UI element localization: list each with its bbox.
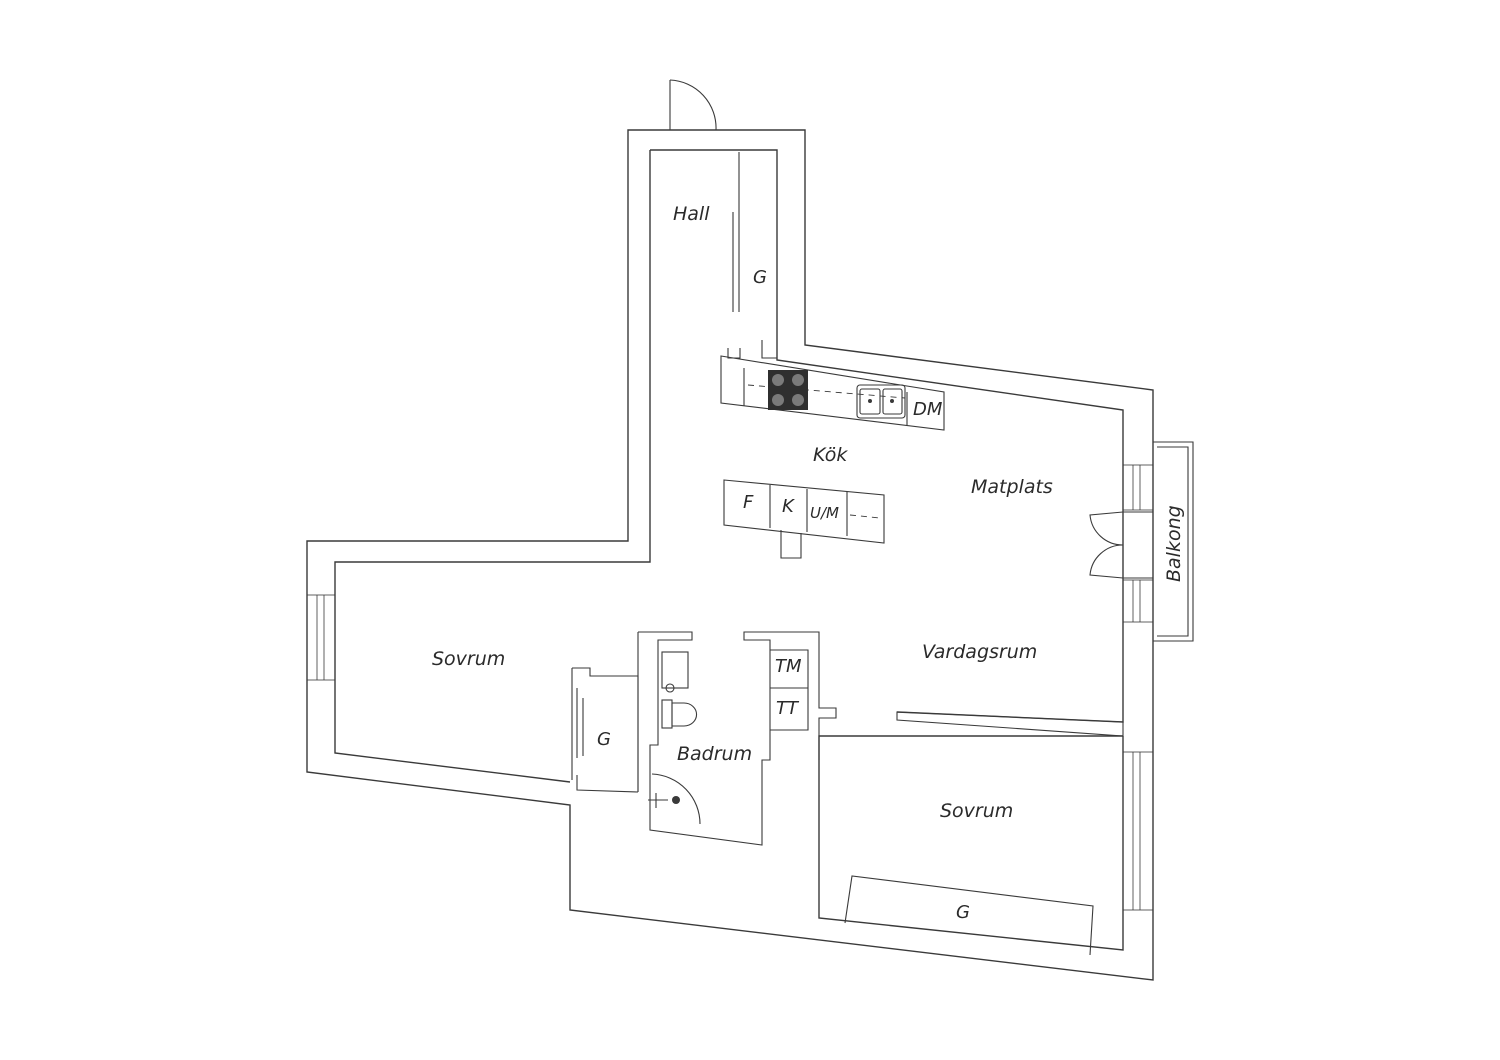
divider-wall <box>896 711 1124 737</box>
dishwasher-label: DM <box>913 399 943 420</box>
hall-wardrobe <box>727 152 777 359</box>
shower-icon <box>648 773 701 825</box>
south-bedroom-window <box>1122 751 1154 911</box>
west-window <box>306 594 336 681</box>
east-windows <box>1122 464 1154 623</box>
dining-label: Matplats <box>971 476 1053 498</box>
bedroom-south-label: Sovrum <box>940 800 1013 822</box>
washer-label: TM <box>775 656 802 677</box>
west-wardrobe-label: G <box>597 729 611 750</box>
balcony-label: Balkong <box>1163 505 1185 582</box>
dryer-label: TT <box>776 698 800 719</box>
toilet-icon <box>661 699 698 729</box>
outer-wall <box>306 129 1154 981</box>
balcony-door <box>1089 511 1153 579</box>
living-label: Vardagsrum <box>922 641 1037 663</box>
kitchen-island <box>723 479 885 559</box>
sink-icon <box>856 384 906 419</box>
inner-wall <box>650 149 1124 723</box>
bathroom-walls <box>637 631 837 846</box>
island-oven-label: U/M <box>810 504 839 522</box>
inner-wall-east-lower <box>818 735 1124 951</box>
island-freezer-label: K <box>782 496 795 517</box>
hall-wardrobe-label: G <box>753 267 767 288</box>
kitchen-counter <box>720 355 945 431</box>
entrance-door <box>669 79 717 131</box>
kitchen-label: Kök <box>813 444 848 466</box>
inner-wall-west <box>334 150 651 783</box>
south-wardrobe <box>844 875 1094 956</box>
bedroom-west-label: Sovrum <box>432 648 505 670</box>
bathroom-label: Badrum <box>677 743 752 765</box>
island-fridge-label: F <box>743 492 754 513</box>
balcony <box>1153 441 1194 642</box>
stove-icon <box>768 370 808 410</box>
bathroom-sink-icon <box>661 651 689 693</box>
hall-label: Hall <box>673 203 710 225</box>
south-wardrobe-label: G <box>956 902 970 923</box>
